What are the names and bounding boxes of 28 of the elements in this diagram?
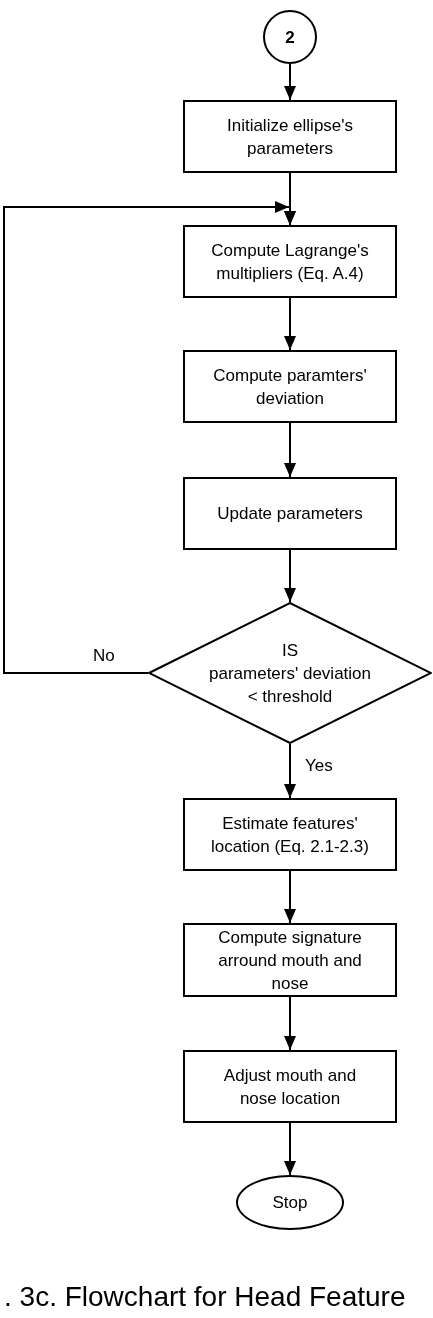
node-label: Estimate features' location (Eq. 2.1-2.3) [210,812,370,858]
process-box [183,225,397,298]
node-label: Stop [272,1192,308,1214]
process-box [183,798,397,871]
process-box [183,923,397,997]
node-label: Compute Lagrange's multipliers (Eq. A.4) [210,239,370,285]
decision-diamond [148,602,432,744]
arrow [284,996,296,1051]
node-label: Update parameters [216,503,364,525]
node-label: 2 [285,26,295,49]
figure-caption: . 3c. Flowchart for Head Feature [4,1280,406,1314]
node-label: Compute signature arround mouth and nose [217,926,363,995]
arrow [284,743,296,799]
arrow [284,549,296,603]
process-box [183,350,397,423]
node-label: Initialize ellipse's parameters [225,114,355,160]
node-label: IS [280,639,300,662]
process-box [183,477,397,550]
node-label: Compute paramters' deviation [212,364,368,410]
arrow [284,870,296,924]
node-label: parameters' deviation < threshold [208,662,372,708]
arrow [284,422,296,478]
node-label: Adjust mouth and nose location [222,1064,358,1110]
arrow [284,63,296,101]
process-box [183,1050,397,1123]
arrow [284,1122,296,1176]
process-box [183,100,397,173]
arrow [284,297,296,351]
